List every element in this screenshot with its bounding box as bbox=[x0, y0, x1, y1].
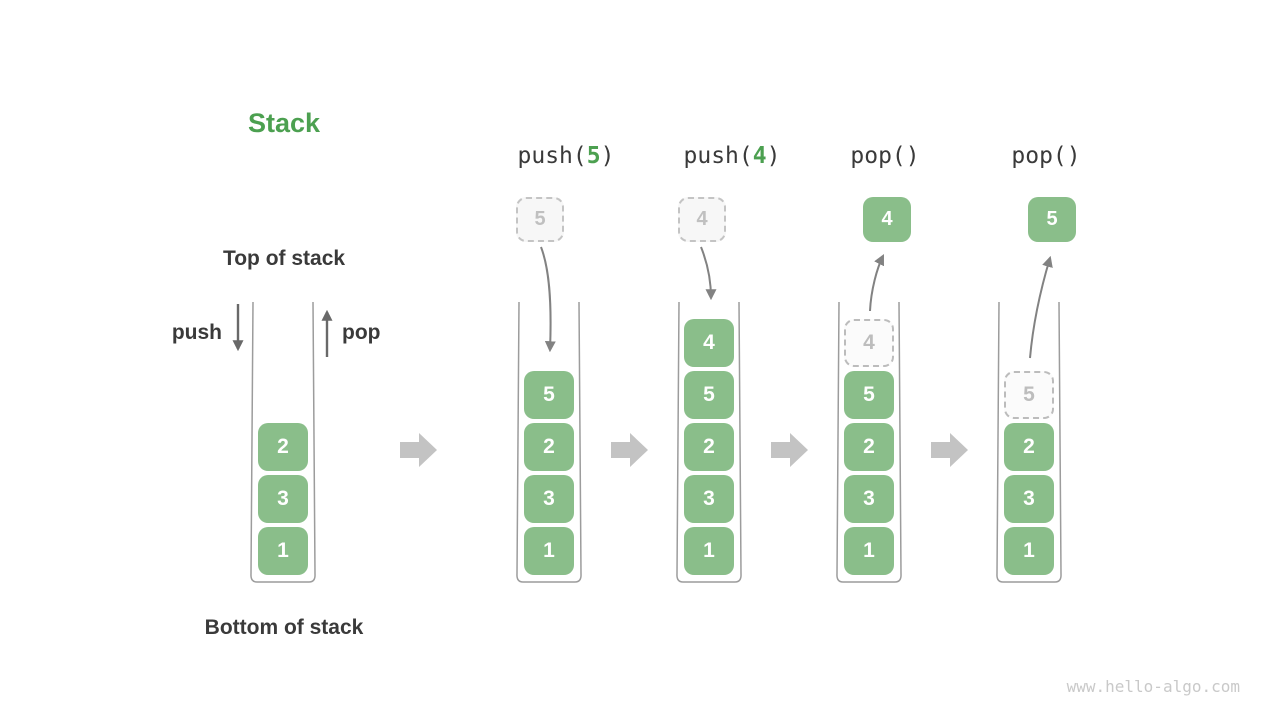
cell-value: 2 bbox=[863, 435, 875, 458]
operation-label: pop() bbox=[850, 143, 919, 169]
operation-label: pop() bbox=[1011, 143, 1080, 169]
popped-value-box: 5 bbox=[1028, 197, 1076, 242]
cell-value: 1 bbox=[543, 539, 555, 562]
value-text: 4 bbox=[696, 208, 708, 230]
stack-container bbox=[996, 301, 1062, 583]
stack-container bbox=[516, 301, 582, 583]
cell-value: 2 bbox=[543, 435, 555, 458]
stack-cell: 2 bbox=[844, 423, 894, 471]
cell-value: 3 bbox=[277, 487, 289, 510]
cell-value: 1 bbox=[703, 539, 715, 562]
operation-prefix: pop( bbox=[850, 143, 906, 169]
stack-cell: 2 bbox=[1004, 423, 1054, 471]
stack-cell: 3 bbox=[1004, 475, 1054, 523]
stack-cell: 1 bbox=[684, 527, 734, 575]
stack-cell: 2 bbox=[524, 423, 574, 471]
cell-value: 3 bbox=[543, 487, 555, 510]
stack-cell: 5 bbox=[524, 371, 574, 419]
value-text: 5 bbox=[534, 208, 546, 230]
stack-cell: 1 bbox=[524, 527, 574, 575]
cell-value: 5 bbox=[863, 383, 875, 406]
operation-suffix: ) bbox=[905, 143, 920, 169]
figure-title: Stack bbox=[247, 108, 321, 138]
cell-value: 4 bbox=[703, 331, 715, 354]
operation-suffix: ) bbox=[766, 143, 781, 169]
watermark-url: www.hello-algo.com bbox=[1066, 677, 1240, 696]
stack-container bbox=[250, 301, 316, 583]
stack-cell: 1 bbox=[258, 527, 308, 575]
stack-container bbox=[836, 301, 902, 583]
cell-value: 1 bbox=[277, 539, 289, 562]
operation-arg: 5 bbox=[586, 143, 601, 169]
push-label: push bbox=[171, 321, 222, 344]
pop-out-of-stack-arrow bbox=[869, 254, 884, 312]
stack-cell-ghost: 4 bbox=[844, 319, 894, 367]
incoming-value-box: 4 bbox=[678, 197, 726, 242]
cell-value: 3 bbox=[1023, 487, 1035, 510]
cell-value: 3 bbox=[703, 487, 715, 510]
operation-prefix: push( bbox=[683, 143, 753, 169]
operation-prefix: pop( bbox=[1011, 143, 1067, 169]
stack-cell: 5 bbox=[844, 371, 894, 419]
cell-value: 2 bbox=[277, 435, 289, 458]
pop-label: pop bbox=[342, 321, 381, 344]
value-text: 5 bbox=[1046, 208, 1058, 230]
transition-arrow-icon bbox=[771, 433, 808, 467]
operation-arg: 4 bbox=[752, 143, 767, 169]
transition-arrow-icon bbox=[400, 433, 437, 467]
transition-arrow-icon bbox=[931, 433, 968, 467]
stack-cell: 3 bbox=[844, 475, 894, 523]
cell-value: 2 bbox=[1023, 435, 1035, 458]
cell-value: 5 bbox=[1023, 383, 1035, 406]
operation-suffix: ) bbox=[1066, 143, 1081, 169]
stack-cell: 3 bbox=[258, 475, 308, 523]
stack-cell: 1 bbox=[1004, 527, 1054, 575]
stack-cell: 1 bbox=[844, 527, 894, 575]
transition-arrow-icon bbox=[611, 433, 648, 467]
cell-value: 2 bbox=[703, 435, 715, 458]
incoming-value-box: 5 bbox=[516, 197, 564, 242]
bottom-of-stack-label: Bottom of stack bbox=[204, 616, 364, 639]
operation-label: push(5) bbox=[518, 143, 615, 169]
push-into-stack-arrow bbox=[700, 246, 717, 301]
push-into-stack-arrow bbox=[540, 246, 556, 353]
stack-cell: 5 bbox=[684, 371, 734, 419]
cell-value: 4 bbox=[863, 331, 875, 354]
stack-cell: 2 bbox=[258, 423, 308, 471]
cell-value: 5 bbox=[543, 383, 555, 406]
top-of-stack-label: Top of stack bbox=[222, 247, 346, 270]
cell-value: 1 bbox=[863, 539, 875, 562]
cell-value: 5 bbox=[703, 383, 715, 406]
stack-container bbox=[676, 301, 742, 583]
stack-cell: 2 bbox=[684, 423, 734, 471]
stack-cell: 3 bbox=[684, 475, 734, 523]
cell-value: 1 bbox=[1023, 539, 1035, 562]
operation-suffix: ) bbox=[600, 143, 615, 169]
stack-cell: 4 bbox=[684, 319, 734, 367]
stack-cell-ghost: 5 bbox=[1004, 371, 1054, 419]
pop-out-of-stack-arrow bbox=[1029, 255, 1053, 359]
value-text: 4 bbox=[881, 208, 893, 230]
operation-label: push(4) bbox=[684, 143, 781, 169]
popped-value-box: 4 bbox=[863, 197, 911, 242]
stack-cell: 3 bbox=[524, 475, 574, 523]
operation-prefix: push( bbox=[517, 143, 587, 169]
cell-value: 3 bbox=[863, 487, 875, 510]
